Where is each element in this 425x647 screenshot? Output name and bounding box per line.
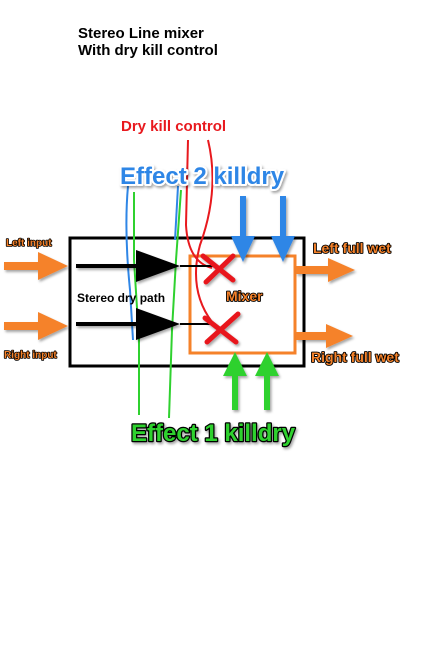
right-full-wet-label: Right full wet xyxy=(311,349,399,365)
dry-kill-x-mark-left xyxy=(200,253,236,285)
effect2-killdry-line-b xyxy=(174,185,179,241)
dry-path-arrow-right xyxy=(76,308,180,340)
mixer-box xyxy=(188,254,297,355)
effect1-killdry-line-a xyxy=(133,192,140,415)
left-output-arrow xyxy=(296,258,355,282)
left-full-wet-label: Left full wet xyxy=(313,240,391,256)
stereo-dry-path-label: Stereo dry path xyxy=(77,291,165,305)
effect2-killdry-label: Effect 2 killdry xyxy=(120,163,285,190)
dry-path-arrow-left xyxy=(76,250,180,282)
dry-kill-line-b xyxy=(195,139,214,323)
right-input-label: Right input xyxy=(4,350,57,361)
effect2-killdry-line-a xyxy=(125,185,134,341)
effect1-arrow-right xyxy=(255,352,279,410)
effect1-killdry-line-b xyxy=(168,189,182,419)
title-line-1: Stereo Line mixer xyxy=(78,25,204,42)
effect1-killdry-label: Effect 1 killdry xyxy=(131,420,296,447)
effect2-arrow-right xyxy=(271,196,295,262)
right-input-arrow xyxy=(4,312,68,340)
right-output-arrow xyxy=(296,324,353,348)
left-input-arrow xyxy=(4,252,68,280)
dry-kill-control-label: Dry kill control xyxy=(121,118,226,135)
effect1-arrow-left xyxy=(223,352,247,410)
mixer-label: Mixer xyxy=(226,288,263,304)
title-line-2: With dry kill control xyxy=(78,42,218,59)
dry-kill-x-mark-right xyxy=(202,311,241,345)
left-input-label: Left input xyxy=(6,238,52,249)
effect2-arrow-left xyxy=(231,196,255,262)
